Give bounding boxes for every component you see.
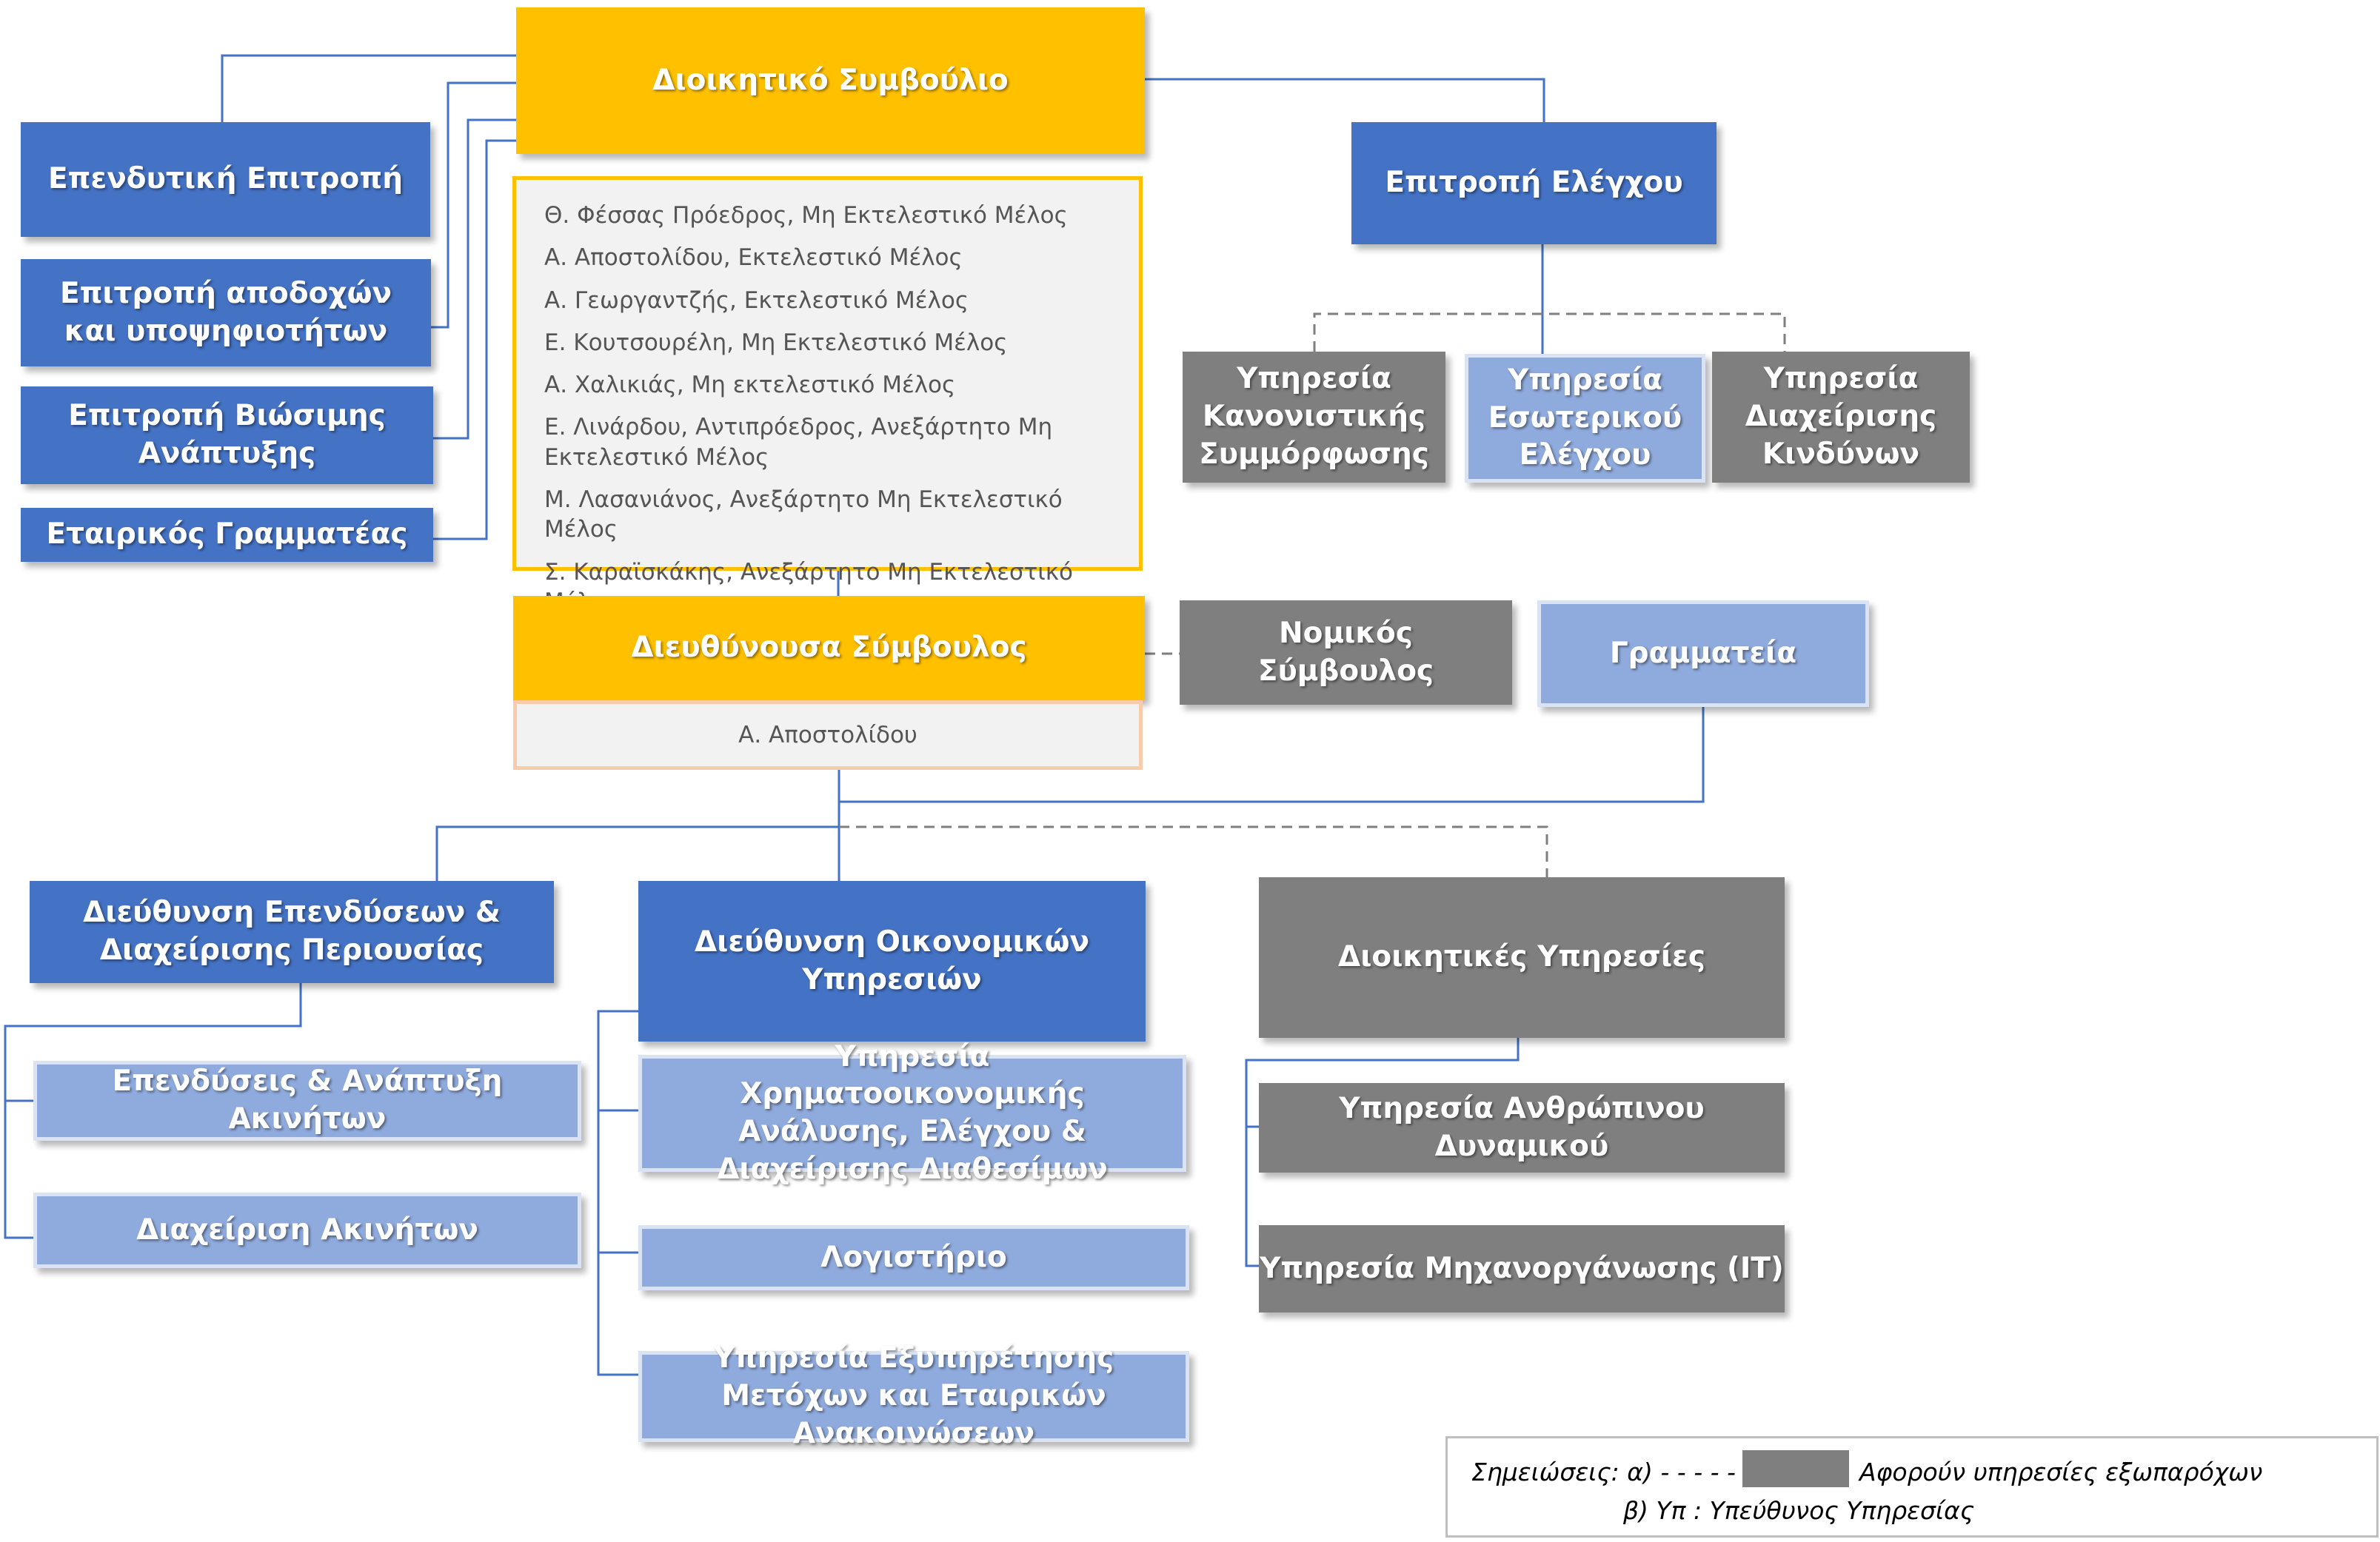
ceo-box: Διευθύνουσα Σύμβουλος [513,596,1145,700]
connector-board-remuneration [431,81,516,329]
connector-board-audit [1145,78,1545,122]
board-of-directors: Διοικητικό Συμβούλιο [516,7,1145,154]
board-member: Θ. Φέσσας Πρόεδρος, Μη Εκτελεστικό Μέλος [544,202,1068,229]
notes-line-1: Σημειώσεις: α) - - - - - [1471,1458,1736,1486]
connector-board-sustainability [433,118,516,440]
connector-secretariat [839,707,1705,803]
connector-investments [435,825,839,881]
internal-audit-service: Υπηρεσία Εσωτερικού Ελέγχου [1465,354,1705,483]
accounting-unit: Λογιστήριο [638,1225,1189,1290]
board-member: Μ. Λασανιάνος, Ανεξάρτητο Μη Εκτελεστικό… [544,486,1063,543]
board-member: Ε. Λινάρδου, Αντιπρόεδρος, Ανεξάρτητο Μη… [544,414,1053,471]
remuneration-committee: Επιτροπή αποδοχών και υποψηφιοτήτων [21,259,431,366]
secretariat: Γραμματεία [1537,600,1869,707]
notes-legend: Σημειώσεις: α) - - - - - Αφορούν υπηρεσί… [1445,1436,2379,1538]
board-member: Α. Γεωργαντζής, Εκτελεστικό Μέλος [544,286,969,314]
dashed-admin [839,825,1548,881]
administrative-services: Διοικητικές Υπηρεσίες [1259,877,1785,1038]
board-members-list: Θ. Φέσσας Πρόεδρος, Μη Εκτελεστικό Μέλος… [512,176,1143,615]
outsourced-label: Αφορούν υπηρεσίες εξωπαρόχων [1859,1458,2263,1486]
corporate-secretary: Εταιρικός Γραμματέας [21,508,433,562]
board-member: Α. Αποστολίδου, Εκτελεστικό Μέλος [544,244,963,272]
investment-committee: Επενδυτική Επιτροπή [21,122,430,237]
compliance-service: Υπηρεσία Κανονιστικής Συμμόρφωσης [1183,352,1445,483]
shareholder-services-unit: Υπηρεσία Εξυπηρέτησης Μετόχων και Εταιρι… [638,1341,1189,1450]
investments-department: Διεύθυνση Επενδύσεων & Διαχείρισης Περιο… [30,881,554,983]
connector-board-secretary [433,139,516,540]
connector-board-investment [221,54,516,122]
it-service: Υπηρεσία Μηχανοργάνωσης (IT) [1259,1225,1785,1313]
sustainability-committee: Επιτροπή Βιώσιμης Ανάπτυξης [21,386,433,484]
real-estate-development-unit: Επενδύσεις & Ανάπτυξη Ακινήτων [33,1061,581,1141]
risk-management-service: Υπηρεσία Διαχείρισης Κινδύνων [1712,352,1970,483]
finance-department: Διεύθυνση Οικονομικών Υπηρεσιών [638,881,1146,1042]
connector-investments-children [4,983,302,1239]
board-member: Α. Χαλικιάς, Μη εκτελεστικό Μέλος [544,372,956,399]
audit-committee: Επιτροπή Ελέγχου [1351,122,1717,244]
human-resources-service: Υπηρεσία Ανθρώπινου Δυναμικού [1259,1083,1785,1173]
connector-admin-children [1245,1038,1520,1267]
financial-analysis-unit: Υπηρεσία Χρηματοοικονομικής Ανάλυσης, Ελ… [638,1040,1186,1186]
legal-advisor: Νομικός Σύμβουλος [1180,600,1512,705]
connector-finance-children [597,1010,638,1376]
outsourced-swatch [1742,1450,1849,1487]
dashed-audit-services [1313,312,1786,352]
board-member: Ε. Κουτσουρέλη, Μη Εκτελεστικό Μέλος [544,329,1008,356]
ceo-name: Α. Αποστολίδου [513,700,1143,770]
property-management-unit: Διαχείριση Ακινήτων [33,1193,581,1268]
notes-line-2: β) Υπ : Υπεύθυνος Υπηρεσίας [1623,1496,1975,1525]
